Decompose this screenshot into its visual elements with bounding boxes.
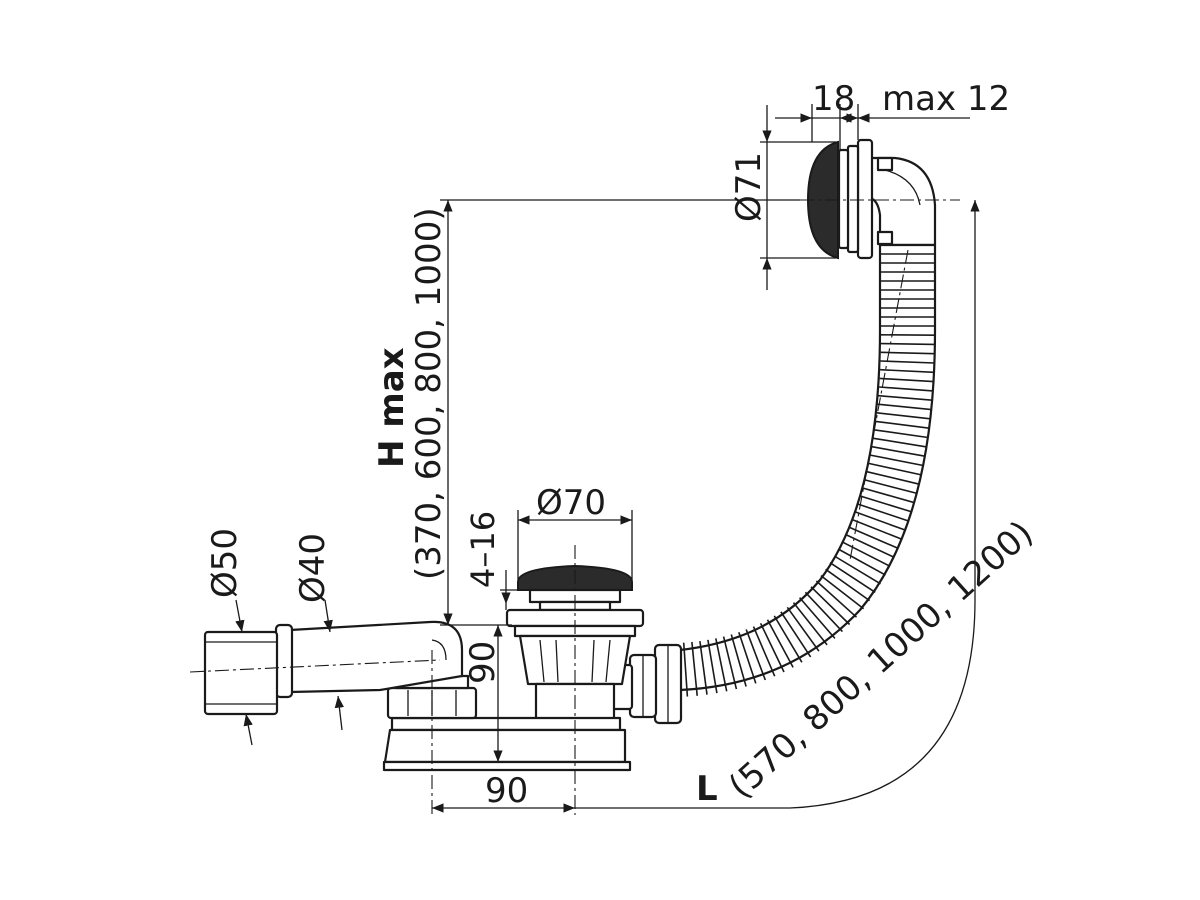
hose-rib bbox=[820, 574, 865, 610]
hose-rib bbox=[798, 597, 836, 639]
hose-rib bbox=[878, 394, 933, 401]
hose-rib bbox=[880, 351, 935, 355]
hose-rib bbox=[864, 479, 918, 495]
hose-rib bbox=[879, 377, 934, 383]
hose-rib bbox=[752, 626, 776, 677]
label-height-title: H max bbox=[372, 347, 412, 468]
overflow-assembly bbox=[806, 138, 937, 260]
label-outlet-inner-diameter: Ø40 bbox=[293, 533, 333, 603]
hose-rib bbox=[745, 629, 767, 681]
flexible-hose bbox=[678, 243, 937, 697]
hose-rib bbox=[880, 360, 935, 364]
hose-rib bbox=[841, 541, 891, 568]
label-height-values: (370, 600, 800, 1000) bbox=[409, 207, 449, 580]
label-trap-offset: 90 bbox=[485, 771, 528, 811]
label-overflow-wall-max: max 12 bbox=[882, 79, 1010, 119]
hose-rib bbox=[879, 386, 933, 392]
hose-rib bbox=[862, 487, 915, 504]
hose-rib bbox=[759, 622, 785, 673]
hose-rib bbox=[833, 555, 881, 585]
hose-rib bbox=[738, 631, 757, 684]
hose-rib bbox=[815, 580, 858, 618]
hose-rib bbox=[786, 606, 820, 652]
label-drain-gap-range: 4–16 bbox=[464, 511, 502, 588]
hose-rib bbox=[825, 568, 871, 602]
hose-rib bbox=[792, 602, 828, 646]
hose-rib bbox=[871, 445, 926, 457]
dimension-lines bbox=[235, 104, 980, 813]
label-drain-cap-diameter: Ø70 bbox=[536, 483, 606, 523]
label-overflow-cap-thickness: 18 bbox=[812, 79, 855, 119]
hose-rib bbox=[722, 636, 738, 690]
center-lines bbox=[189, 199, 960, 815]
hose-rib bbox=[780, 611, 812, 658]
hose-rib bbox=[810, 586, 851, 626]
hose-rib bbox=[707, 639, 718, 694]
hose-rib bbox=[866, 470, 920, 485]
hose-rib bbox=[857, 503, 910, 522]
hose-rib bbox=[730, 634, 747, 687]
hose-rib bbox=[880, 342, 935, 346]
hose-rib bbox=[848, 526, 899, 550]
hose-rib bbox=[854, 511, 906, 532]
hose-rib bbox=[715, 638, 728, 692]
outlet-elbow bbox=[203, 620, 464, 716]
hose-rib bbox=[876, 412, 931, 420]
hose-rib bbox=[877, 403, 932, 411]
hose-rib bbox=[870, 454, 924, 467]
hose-rib bbox=[859, 495, 913, 513]
hose-connector bbox=[608, 643, 683, 725]
hose-rib bbox=[804, 591, 843, 633]
hose-rib bbox=[829, 562, 876, 593]
hose-rib bbox=[837, 548, 886, 576]
hose-rib bbox=[873, 437, 927, 448]
hose-rib bbox=[874, 429, 929, 439]
hose-rib bbox=[851, 518, 903, 541]
hose-rib bbox=[773, 615, 803, 663]
hose-rib bbox=[682, 642, 689, 697]
label-trap-height: 90 bbox=[463, 641, 503, 684]
label-length-title: L bbox=[696, 769, 718, 809]
hose-rib bbox=[868, 462, 922, 476]
hose-rib bbox=[880, 368, 935, 374]
hose-rib bbox=[766, 619, 794, 668]
hose-rib bbox=[875, 420, 930, 429]
hose-rib bbox=[691, 641, 698, 696]
label-overflow-diameter: Ø71 bbox=[729, 152, 769, 222]
hose-rib bbox=[699, 640, 708, 695]
label-outlet-outer-diameter: Ø50 bbox=[205, 528, 245, 598]
